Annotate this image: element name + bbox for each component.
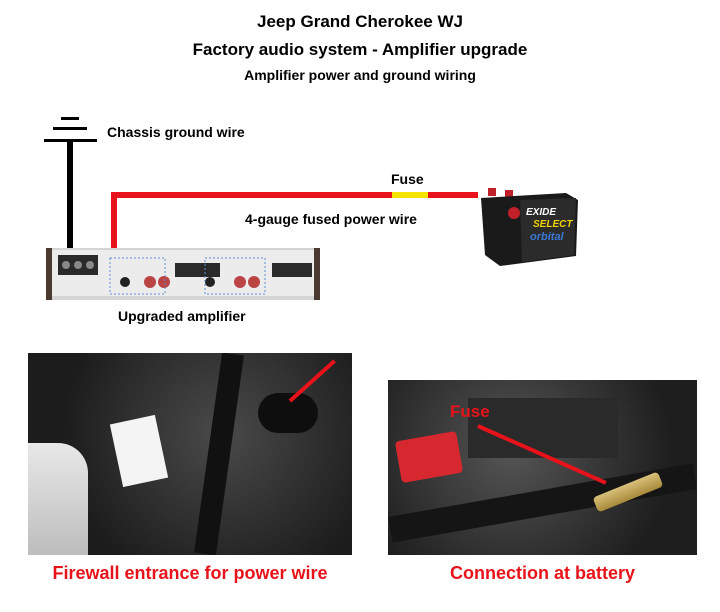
firewall-photo bbox=[28, 353, 352, 555]
battery-brand: EXIDE bbox=[526, 207, 556, 218]
battery: EXIDE SELECT orbital bbox=[481, 188, 578, 266]
ground-symbol-icon bbox=[44, 117, 97, 142]
battery-line: orbital bbox=[530, 231, 565, 243]
title-line-2: Factory audio system - Amplifier upgrade bbox=[192, 40, 528, 59]
red-arrow-icon bbox=[288, 359, 336, 403]
fuse-label: Fuse bbox=[391, 171, 424, 187]
fuse-annotation: Fuse bbox=[450, 402, 490, 421]
title-line-1: Jeep Grand Cherokee WJ bbox=[257, 12, 463, 31]
wiring-schematic: EXIDE SELECT orbital bbox=[44, 117, 578, 300]
firewall-caption: Firewall entrance for power wire bbox=[52, 563, 328, 583]
amplifier bbox=[46, 248, 320, 300]
title-line-3: Amplifier power and ground wiring bbox=[244, 67, 476, 83]
battery-model: SELECT bbox=[533, 219, 573, 230]
power-wire-label: 4-gauge fused power wire bbox=[245, 211, 417, 227]
ground-wire bbox=[67, 142, 73, 250]
battery-connection-photo: Fuse bbox=[388, 380, 697, 555]
amplifier-label: Upgraded amplifier bbox=[118, 308, 246, 324]
battery-caption: Connection at battery bbox=[449, 563, 636, 583]
power-wire bbox=[111, 192, 478, 250]
fuse bbox=[392, 192, 428, 198]
ground-wire-label: Chassis ground wire bbox=[107, 124, 245, 140]
